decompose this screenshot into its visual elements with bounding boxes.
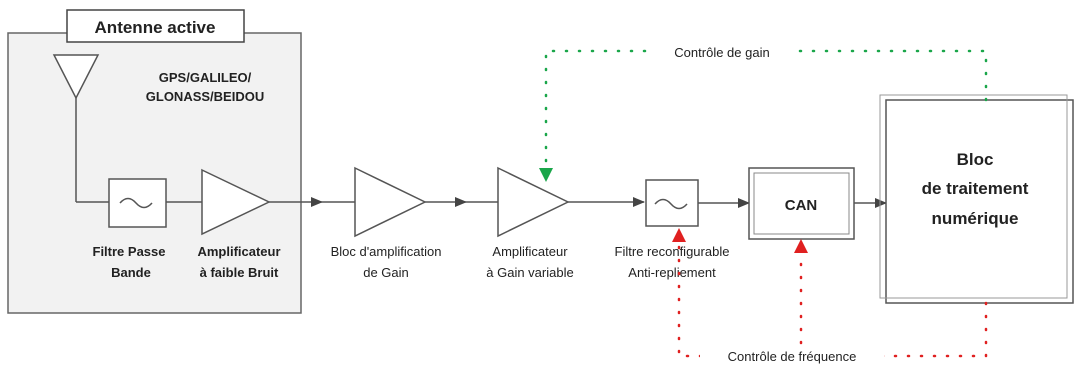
lna-label-line2: à faible Bruit	[200, 265, 279, 280]
gnss-label-line1: GPS/GALILEO/	[159, 70, 252, 85]
gain-control-label-bg	[652, 42, 792, 62]
digital-processing-line3: numérique	[932, 209, 1019, 228]
gain-amplifier-label-line1: Bloc d'amplification	[331, 244, 442, 259]
vga-triangle-icon	[497, 166, 570, 238]
bandpass-filter-label-line1: Filtre Passe	[93, 244, 166, 259]
gain-control-label: Contrôle de gain	[674, 45, 769, 60]
digital-processing-line1: Bloc	[957, 150, 994, 169]
lna-label-line1: Amplificateur	[197, 244, 280, 259]
antialias-filter-label-line1: Filtre reconfigurable	[615, 244, 730, 259]
frequency-control-arrowhead-filter	[672, 228, 686, 242]
frequency-control-label-bg	[700, 346, 884, 365]
antialias-filter-icon	[645, 179, 699, 227]
antenna-title: Antenne active	[95, 18, 216, 37]
frequency-control-arrowhead-adc	[794, 239, 808, 253]
gain-amplifier-label-line2: de Gain	[363, 265, 409, 280]
digital-processing-line2: de traitement	[922, 179, 1029, 198]
antenna-title-box	[66, 9, 245, 43]
vga-label-line1: Amplificateur	[492, 244, 568, 259]
gain-control-arrowhead	[539, 168, 553, 182]
frequency-control-loop	[672, 228, 988, 358]
antenna-icon	[52, 54, 109, 203]
frequency-control-label: Contrôle de fréquence	[728, 349, 857, 364]
antenna-box	[7, 32, 302, 314]
gnss-label-line2: GLONASS/BEIDOU	[146, 89, 264, 104]
digital-processing-shadow-border	[879, 94, 1068, 299]
digital-processing-block	[885, 99, 1074, 304]
adc-block	[748, 167, 855, 240]
vga-label-line2: à Gain variable	[486, 265, 573, 280]
adc-label: CAN	[785, 197, 818, 214]
gain-amplifier-triangle-icon	[354, 166, 427, 238]
gain-control-loop	[539, 49, 988, 182]
antialias-filter-label-line2: Anti-repliement	[628, 265, 716, 280]
bandpass-filter-label-line2: Bande	[111, 265, 151, 280]
lna-triangle-icon	[201, 168, 271, 236]
bandpass-filter-icon	[108, 178, 167, 228]
adc-inner-border	[753, 172, 850, 235]
